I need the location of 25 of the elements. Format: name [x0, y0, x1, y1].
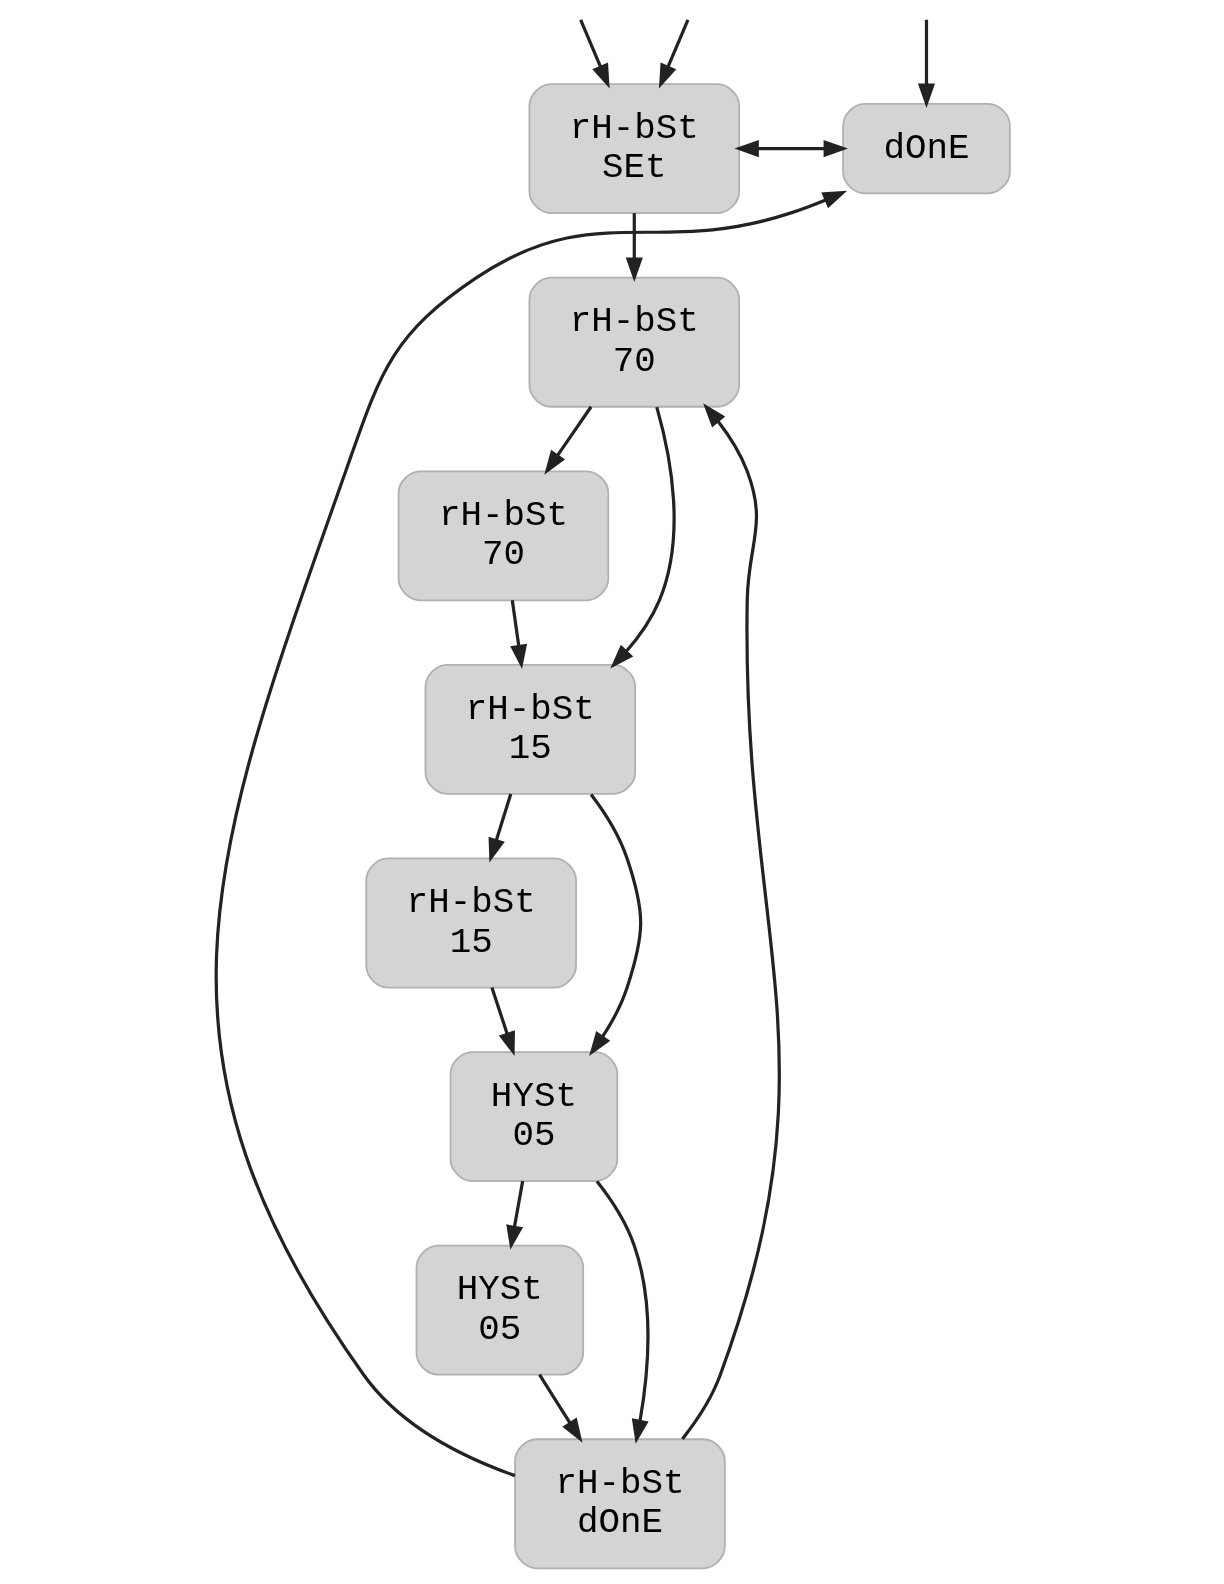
node-box: rH-bSt 70	[397, 470, 609, 602]
node-box: HYSt 05	[415, 1244, 584, 1376]
arrow	[588, 793, 642, 1056]
arrow	[609, 406, 676, 669]
arrow	[625, 213, 643, 282]
arrow	[733, 140, 848, 158]
node-box: rH-bSt dOnE	[513, 1438, 726, 1570]
arrow	[658, 19, 689, 89]
node-box: rH-bSt 15	[424, 663, 636, 795]
arrow	[505, 1180, 524, 1250]
arrow	[488, 793, 512, 863]
arrow	[489, 987, 515, 1057]
node-box: rH-bSt 15	[364, 857, 577, 989]
node-box: HYSt 05	[449, 1051, 618, 1183]
node-box: rH-bSt 70	[528, 276, 740, 408]
arrow	[578, 19, 610, 89]
node-box: rH-bSt SEt	[528, 83, 740, 215]
node-box: dOnE	[841, 102, 1011, 195]
arrow	[509, 600, 527, 670]
arrow	[917, 19, 935, 109]
arrow	[680, 403, 781, 1440]
arrow	[215, 190, 847, 1478]
arrow	[543, 405, 592, 475]
arrow	[537, 1373, 583, 1443]
arrow	[595, 1180, 649, 1444]
